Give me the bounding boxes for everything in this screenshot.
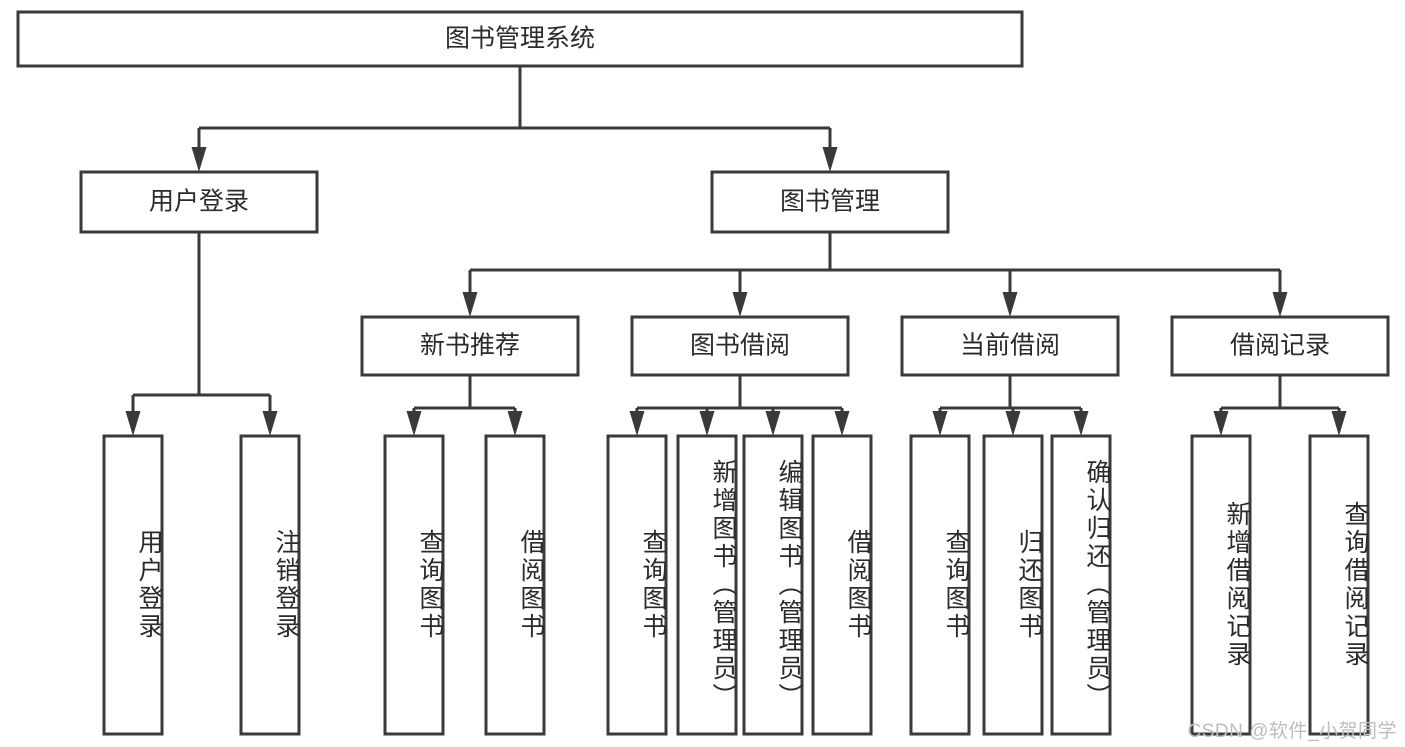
node-user-login[interactable]: 用户登录 bbox=[79, 170, 319, 234]
arrow-head-icon-leaf-confirm-return bbox=[1073, 411, 1089, 436]
arrow-head-icon-leaf-logout bbox=[262, 411, 278, 436]
arrow-head-icon-leaf-query-book-3 bbox=[932, 411, 948, 436]
node-label-root: 图书管理系统 bbox=[445, 25, 595, 53]
node-box-borrow-record[interactable] bbox=[1170, 315, 1390, 377]
node-box-leaf-query-book-2[interactable] bbox=[606, 434, 668, 736]
node-leaf-query-book-2[interactable] bbox=[606, 434, 668, 736]
node-box-leaf-return-book[interactable] bbox=[982, 434, 1044, 736]
node-label-book-manage: 图书管理 bbox=[780, 188, 880, 216]
arrow-head-icon-book-manage bbox=[822, 147, 838, 172]
node-leaf-user-login[interactable] bbox=[102, 434, 164, 736]
arrow-head-icon-user-login bbox=[191, 147, 207, 172]
node-box-leaf-query-book-1[interactable] bbox=[383, 434, 445, 736]
node-label-borrow-record: 借阅记录 bbox=[1230, 332, 1330, 360]
arrow-head-icon-leaf-borrow-book-1 bbox=[507, 411, 523, 436]
node-book-manage[interactable]: 图书管理 bbox=[710, 170, 950, 234]
watermark-text: CSDN @软件_小贺同学 bbox=[1187, 721, 1397, 742]
node-leaf-query-book-1[interactable] bbox=[383, 434, 445, 736]
arrow-head-icon-leaf-user-login bbox=[125, 411, 141, 436]
node-box-leaf-add-book[interactable] bbox=[676, 434, 738, 736]
node-label-current-borrow: 当前借阅 bbox=[960, 332, 1060, 360]
connectors-layer bbox=[125, 66, 1347, 436]
node-leaf-query-book-3[interactable] bbox=[909, 434, 971, 736]
arrow-head-icon-leaf-query-book-1 bbox=[406, 411, 422, 436]
arrow-head-icon-leaf-borrow-book-2 bbox=[834, 411, 850, 436]
arrow-head-icon-borrow-record bbox=[1272, 292, 1288, 317]
node-leaf-query-record[interactable] bbox=[1308, 434, 1370, 736]
node-box-user-login[interactable] bbox=[79, 170, 319, 234]
node-box-leaf-edit-book[interactable] bbox=[742, 434, 804, 736]
node-box-new-book-recommend[interactable] bbox=[360, 315, 580, 377]
node-label-user-login: 用户登录 bbox=[149, 188, 249, 216]
node-root[interactable]: 图书管理系统 bbox=[16, 10, 1024, 68]
arrow-head-icon-current-borrow bbox=[1002, 292, 1018, 317]
arrow-head-icon-leaf-query-record bbox=[1331, 411, 1347, 436]
node-box-book-manage[interactable] bbox=[710, 170, 950, 234]
node-borrow-record[interactable]: 借阅记录 bbox=[1170, 315, 1390, 377]
node-leaf-add-record[interactable] bbox=[1190, 434, 1252, 736]
node-leaf-add-book[interactable] bbox=[676, 434, 738, 736]
node-leaf-confirm-return[interactable] bbox=[1050, 434, 1112, 736]
node-book-borrow[interactable]: 图书借阅 bbox=[630, 315, 850, 377]
arrow-head-icon-leaf-edit-book bbox=[765, 411, 781, 436]
node-current-borrow[interactable]: 当前借阅 bbox=[900, 315, 1120, 377]
node-box-leaf-borrow-book-2[interactable] bbox=[811, 434, 873, 736]
node-box-leaf-confirm-return[interactable] bbox=[1050, 434, 1112, 736]
arrow-head-icon-new-book-recommend bbox=[462, 292, 478, 317]
arrow-head-icon-book-borrow bbox=[732, 292, 748, 317]
node-box-leaf-borrow-book-1[interactable] bbox=[484, 434, 546, 736]
node-leaf-logout[interactable] bbox=[239, 434, 301, 736]
node-box-leaf-query-record[interactable] bbox=[1308, 434, 1370, 736]
node-new-book-recommend[interactable]: 新书推荐 bbox=[360, 315, 580, 377]
node-leaf-borrow-book-2[interactable] bbox=[811, 434, 873, 736]
node-leaf-borrow-book-1[interactable] bbox=[484, 434, 546, 736]
arrow-head-icon-leaf-return-book bbox=[1005, 411, 1021, 436]
node-box-leaf-logout[interactable] bbox=[239, 434, 301, 736]
arrow-head-icon-leaf-add-book bbox=[699, 411, 715, 436]
node-box-leaf-query-book-3[interactable] bbox=[909, 434, 971, 736]
arrow-head-icon-leaf-add-record bbox=[1213, 411, 1229, 436]
node-label-book-borrow: 图书借阅 bbox=[690, 332, 790, 360]
node-box-current-borrow[interactable] bbox=[900, 315, 1120, 377]
node-box-leaf-add-record[interactable] bbox=[1190, 434, 1252, 736]
node-leaf-return-book[interactable] bbox=[982, 434, 1044, 736]
node-leaf-edit-book[interactable] bbox=[742, 434, 804, 736]
node-box-leaf-user-login[interactable] bbox=[102, 434, 164, 736]
node-box-root[interactable] bbox=[16, 10, 1024, 68]
node-label-new-book-recommend: 新书推荐 bbox=[420, 332, 520, 360]
arrow-head-icon-leaf-query-book-2 bbox=[629, 411, 645, 436]
node-box-book-borrow[interactable] bbox=[630, 315, 850, 377]
